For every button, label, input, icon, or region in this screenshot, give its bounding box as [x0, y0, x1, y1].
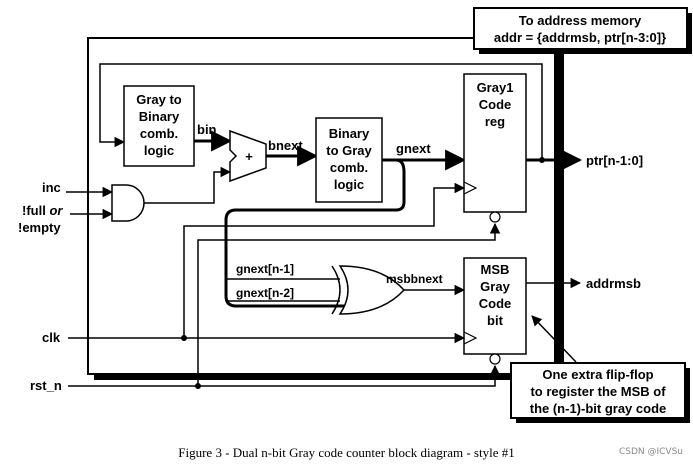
bnext-label: bnext	[268, 138, 303, 153]
xor-gate-back-curve	[331, 265, 341, 315]
ptr-feedback-wire	[99, 63, 543, 160]
or-label: or	[49, 203, 63, 218]
gnext-label: gnext	[396, 141, 431, 156]
callout-flipflop-line1: One extra flip-flop	[542, 367, 653, 382]
gray1-reg-clock-marker	[463, 181, 478, 195]
callout-address-box	[473, 7, 688, 50]
full-or-empty-label: !full or	[22, 203, 63, 218]
full-label: !full	[22, 203, 49, 218]
callout-flipflop-pointer	[531, 315, 577, 363]
addrmsb-label: addrmsb	[586, 276, 641, 291]
ptr-junction-dot	[539, 157, 545, 163]
gray-to-binary-line1: Gray to	[136, 92, 182, 107]
bin-label: bin	[197, 122, 217, 137]
binary-to-gray-block	[315, 117, 383, 203]
msb-bit-line3: Code	[479, 296, 512, 311]
xor-gate	[338, 265, 406, 315]
rst-n-wire	[68, 364, 501, 387]
gnext-n1-label: gnext[n-1]	[236, 262, 294, 276]
gray-to-binary-line3: comb.	[140, 126, 178, 141]
watermark: CSDN @ICVSu	[618, 447, 683, 457]
gray1-reg-line3: reg	[485, 114, 505, 129]
callout-flipflop-line2: to register the MSB of	[530, 384, 666, 399]
msb-bit-clock-marker	[463, 331, 478, 345]
inc-label: inc	[42, 180, 61, 195]
callout-flipflop-box	[510, 362, 686, 419]
and-gate	[111, 184, 145, 222]
msb-bit-block	[463, 257, 527, 355]
msb-bit-line4: bit	[487, 313, 504, 328]
clk-label: clk	[42, 330, 61, 345]
gray1-reg-line1: Gray1	[477, 80, 514, 95]
empty-label: !empty	[18, 220, 61, 235]
callout-address-line1: To address memory	[519, 13, 642, 28]
binary-to-gray-line4: logic	[334, 177, 364, 192]
gray-to-binary-line2: Binary	[139, 109, 180, 124]
binary-to-gray-line1: Binary	[329, 126, 370, 141]
binary-to-gray-line3: comb.	[330, 160, 368, 175]
ptr-label: ptr[n-1:0]	[586, 153, 643, 168]
msb-bit-reset-bubble	[489, 353, 501, 365]
clk-to-gray1-wire	[183, 182, 466, 338]
rst-to-gray1-wire	[197, 222, 501, 386]
figure-caption: Figure 3 - Dual n-bit Gray code counter …	[178, 445, 515, 460]
gray-to-binary-block	[123, 85, 195, 167]
gray1-reg-line2: Code	[479, 97, 512, 112]
gray-to-binary-line4: logic	[144, 143, 174, 158]
msb-bit-line1: MSB	[481, 262, 510, 277]
msbbnext-label: msbbnext	[386, 272, 443, 286]
binary-to-gray-line2: to Gray	[326, 143, 372, 158]
adder-plus: +	[245, 149, 253, 164]
msb-bit-line2: Gray	[480, 279, 510, 294]
callout-flipflop-line3: the (n-1)-bit gray code	[530, 401, 667, 416]
callout-address-line2: addr = {addrmsb, ptr[n-3:0]}	[494, 30, 666, 45]
gray1-reg-reset-bubble	[489, 211, 501, 223]
rst-n-label: rst_n	[30, 378, 62, 393]
and-to-adder-wire	[144, 166, 232, 204]
gnext-n2-label: gnext[n-2]	[236, 286, 294, 300]
